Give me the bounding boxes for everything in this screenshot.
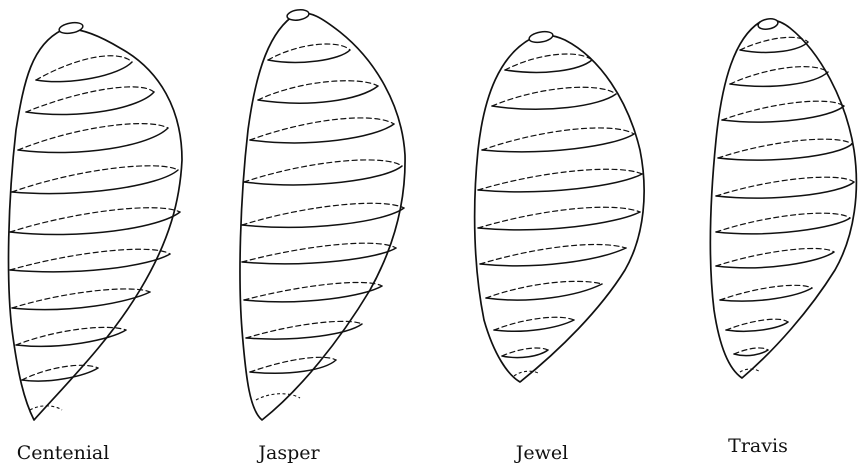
tip-mark bbox=[528, 30, 553, 44]
band-lines bbox=[242, 44, 404, 400]
root-travis bbox=[710, 17, 856, 378]
root-jewel bbox=[475, 30, 644, 382]
caption-jasper: Jasper bbox=[256, 442, 320, 464]
caption-centenial: Centenial bbox=[17, 442, 110, 464]
root-jasper bbox=[240, 9, 405, 420]
band-lines bbox=[716, 37, 854, 372]
band-lines bbox=[478, 54, 642, 376]
tip-mark bbox=[58, 21, 83, 35]
caption-jewel: Jewel bbox=[514, 442, 568, 464]
band-lines bbox=[10, 56, 180, 410]
tip-mark bbox=[757, 17, 778, 30]
root-centenial bbox=[9, 21, 182, 420]
caption-travis: Travis bbox=[728, 435, 788, 457]
root-outline bbox=[240, 13, 405, 420]
tip-mark bbox=[286, 9, 309, 22]
